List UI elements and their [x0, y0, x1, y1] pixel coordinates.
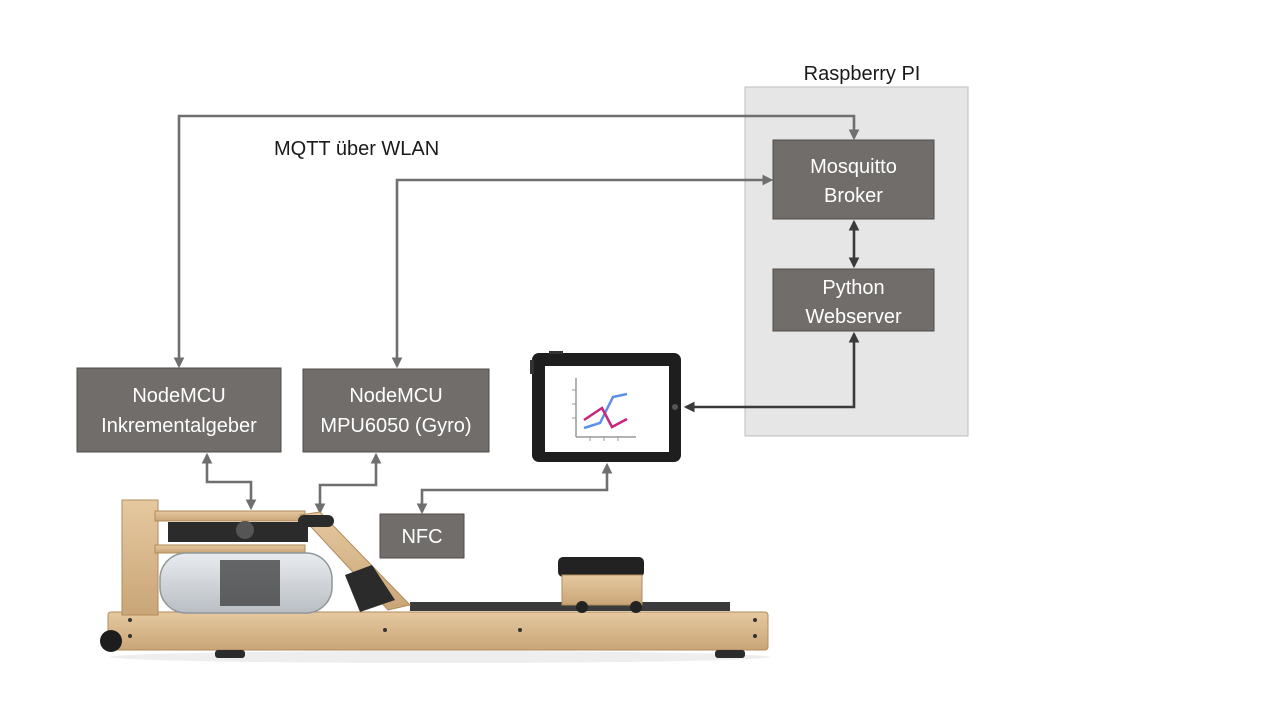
mqtt-label: MQTT über WLAN — [274, 138, 439, 160]
nodemcu-mpu-line2: MPU6050 (Gyro) — [320, 415, 471, 437]
rowing-machine-illustration — [100, 499, 770, 663]
nfc-box: NFC — [379, 513, 465, 559]
connector-mpu-machine — [314, 452, 382, 515]
mosquitto-broker-box: Mosquitto Broker — [772, 139, 935, 220]
tablet-series-magenta — [583, 406, 628, 429]
connectors — [173, 114, 860, 515]
connector-inkrement-mosquitto — [173, 114, 860, 369]
raspberry-pi-label: Raspberry PI — [804, 63, 921, 85]
python-webserver-box: Python Webserver — [772, 268, 935, 332]
nodemcu-mpu-line1: NodeMCU — [349, 385, 442, 407]
nodemcu-mpu6050-box: NodeMCU MPU6050 (Gyro) — [302, 368, 490, 453]
mosquitto-line1: Mosquitto — [810, 156, 897, 178]
nodemcu-inkrement-line1: NodeMCU — [132, 385, 225, 407]
raspberry-pi-region: Raspberry PI — [744, 63, 969, 437]
connector-mpu-mosquitto — [391, 174, 774, 369]
nodemcu-inkrementalgeber-box: NodeMCU Inkrementalgeber — [76, 367, 282, 453]
tablet-chart-icon — [530, 351, 681, 462]
connector-inkrement-machine — [201, 452, 257, 511]
mosquitto-line2: Broker — [824, 185, 883, 207]
connector-nfc-tablet — [416, 462, 613, 515]
connector-python-tablet — [683, 331, 860, 413]
python-line2: Webserver — [805, 306, 902, 328]
tablet-series-blue — [583, 392, 628, 430]
nodemcu-inkrement-line2: Inkrementalgeber — [101, 415, 257, 437]
python-line1: Python — [822, 277, 884, 299]
nfc-label: NFC — [401, 526, 442, 548]
